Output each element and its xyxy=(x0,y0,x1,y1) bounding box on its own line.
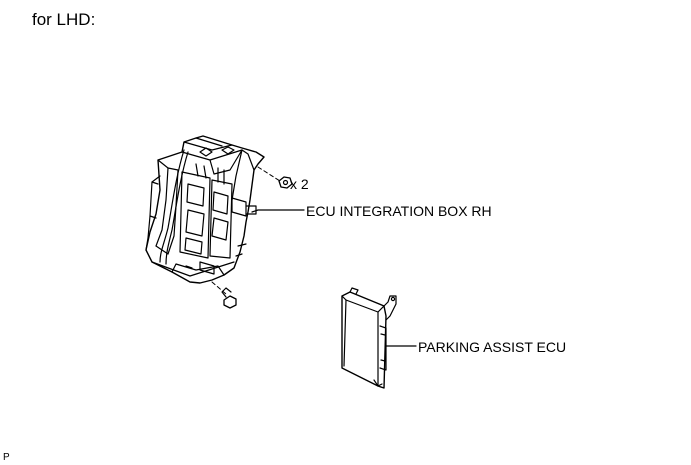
bolt-icon xyxy=(221,287,237,309)
page-code: P xyxy=(3,452,10,463)
ecu-integration-box-illustration xyxy=(145,135,265,284)
fastener-quantity-label: x 2 xyxy=(290,176,309,192)
parking-assist-ecu-illustration xyxy=(341,287,397,389)
parking-assist-ecu-label: PARKING ASSIST ECU xyxy=(418,339,567,355)
bolt-alignment-line xyxy=(211,281,227,295)
ecu-integration-box-label: ECU INTEGRATION BOX RH xyxy=(306,203,492,219)
diagram-caption: for LHD: xyxy=(32,10,96,29)
hex-nut-icon xyxy=(278,176,293,189)
nut-alignment-line xyxy=(257,166,281,182)
ecu-box-leader-line xyxy=(251,209,305,213)
